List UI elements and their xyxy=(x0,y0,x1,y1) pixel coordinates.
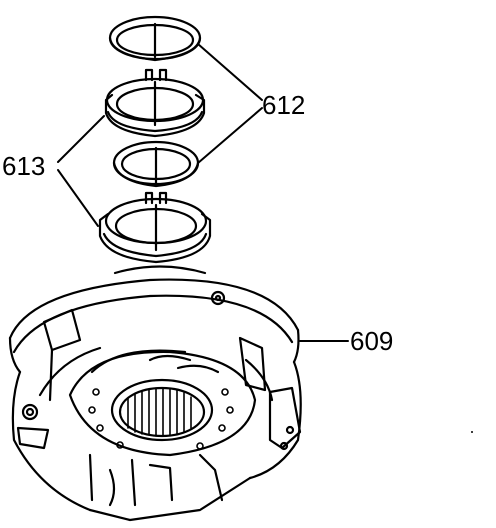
ring-613-upper xyxy=(104,68,206,138)
housing-609 xyxy=(8,265,302,522)
callout-613: 613 xyxy=(2,151,45,181)
ring-612-top xyxy=(108,15,202,62)
leader-lines xyxy=(57,43,349,342)
ring-613-lower xyxy=(98,191,212,264)
stray-mark xyxy=(471,431,473,433)
ring-612-middle xyxy=(112,140,200,188)
callout-609: 609 xyxy=(350,326,393,356)
callout-612: 612 xyxy=(262,90,305,120)
